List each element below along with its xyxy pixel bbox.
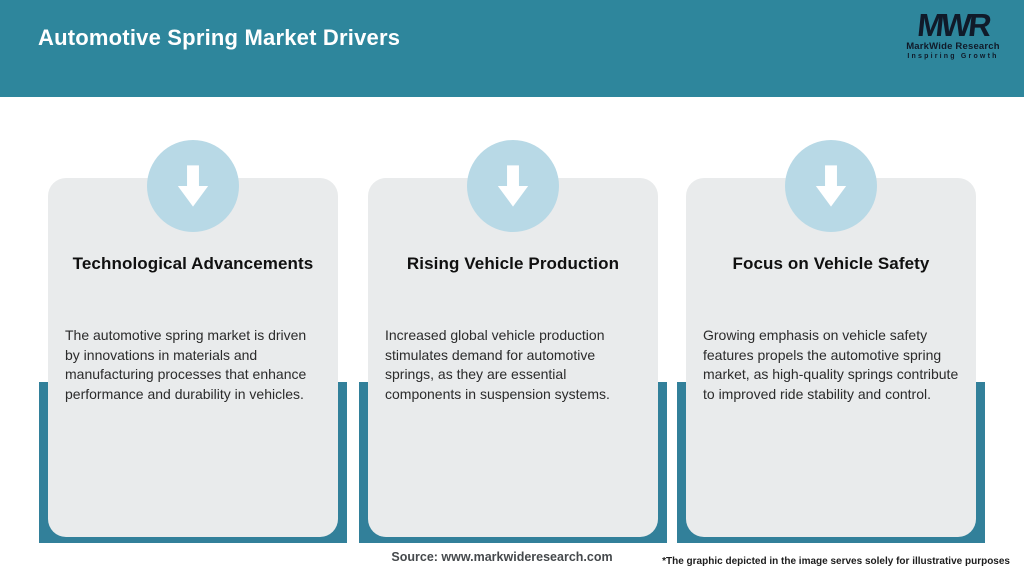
- logo-tagline: Inspiring Growth: [907, 53, 999, 60]
- driver-card: Rising Vehicle Production Increased glob…: [368, 178, 658, 537]
- card-title: Technological Advancements: [72, 254, 314, 273]
- down-arrow-icon: [785, 140, 877, 232]
- driver-card: Technological Advancements The automotiv…: [48, 178, 338, 537]
- header-bar: Automotive Spring Market Drivers MWR Mar…: [0, 0, 1024, 97]
- driver-column-2: Rising Vehicle Production Increased glob…: [359, 140, 667, 550]
- card-body: Increased global vehicle production stim…: [385, 327, 610, 402]
- down-arrow-icon: [147, 140, 239, 232]
- disclaimer-text: *The graphic depicted in the image serve…: [662, 556, 1010, 567]
- card-title: Rising Vehicle Production: [406, 254, 620, 273]
- logo-acronym: MWR: [915, 7, 991, 43]
- driver-column-3: Focus on Vehicle Safety Growing emphasis…: [677, 140, 985, 550]
- logo-name: MarkWide Research: [906, 41, 1000, 52]
- driver-column-1: Technological Advancements The automotiv…: [39, 140, 347, 550]
- card-body: Growing emphasis on vehicle safety featu…: [703, 327, 959, 402]
- card-body: The automotive spring market is driven b…: [65, 327, 307, 402]
- source-text: Source: www.markwideresearch.com: [391, 550, 613, 564]
- down-arrow-icon: [467, 140, 559, 232]
- page-title: Automotive Spring Market Drivers: [38, 25, 401, 50]
- driver-card: Focus on Vehicle Safety Growing emphasis…: [686, 178, 976, 537]
- card-title: Focus on Vehicle Safety: [732, 254, 930, 273]
- brand-logo: MWR MarkWide Research Inspiring Growth: [898, 7, 1008, 60]
